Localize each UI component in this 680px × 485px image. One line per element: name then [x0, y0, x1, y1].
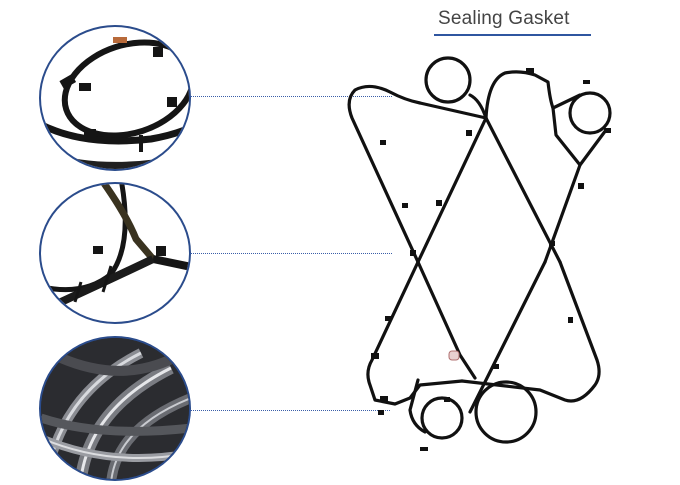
- bulk-gaskets-detail-circle: [39, 336, 191, 481]
- port-ring-image: [41, 37, 189, 169]
- leader-line-1: [190, 96, 392, 97]
- title-underline: [434, 34, 591, 36]
- page-title: Sealing Gasket: [438, 8, 570, 29]
- leader-line-2: [190, 253, 392, 254]
- junction-detail-circle: [39, 182, 191, 324]
- port-ring-detail-circle: [39, 25, 191, 171]
- junction-image: [41, 184, 189, 312]
- leader-line-3: [190, 410, 390, 411]
- gasket-marker: [448, 350, 460, 361]
- bulk-gaskets-image: [41, 338, 189, 479]
